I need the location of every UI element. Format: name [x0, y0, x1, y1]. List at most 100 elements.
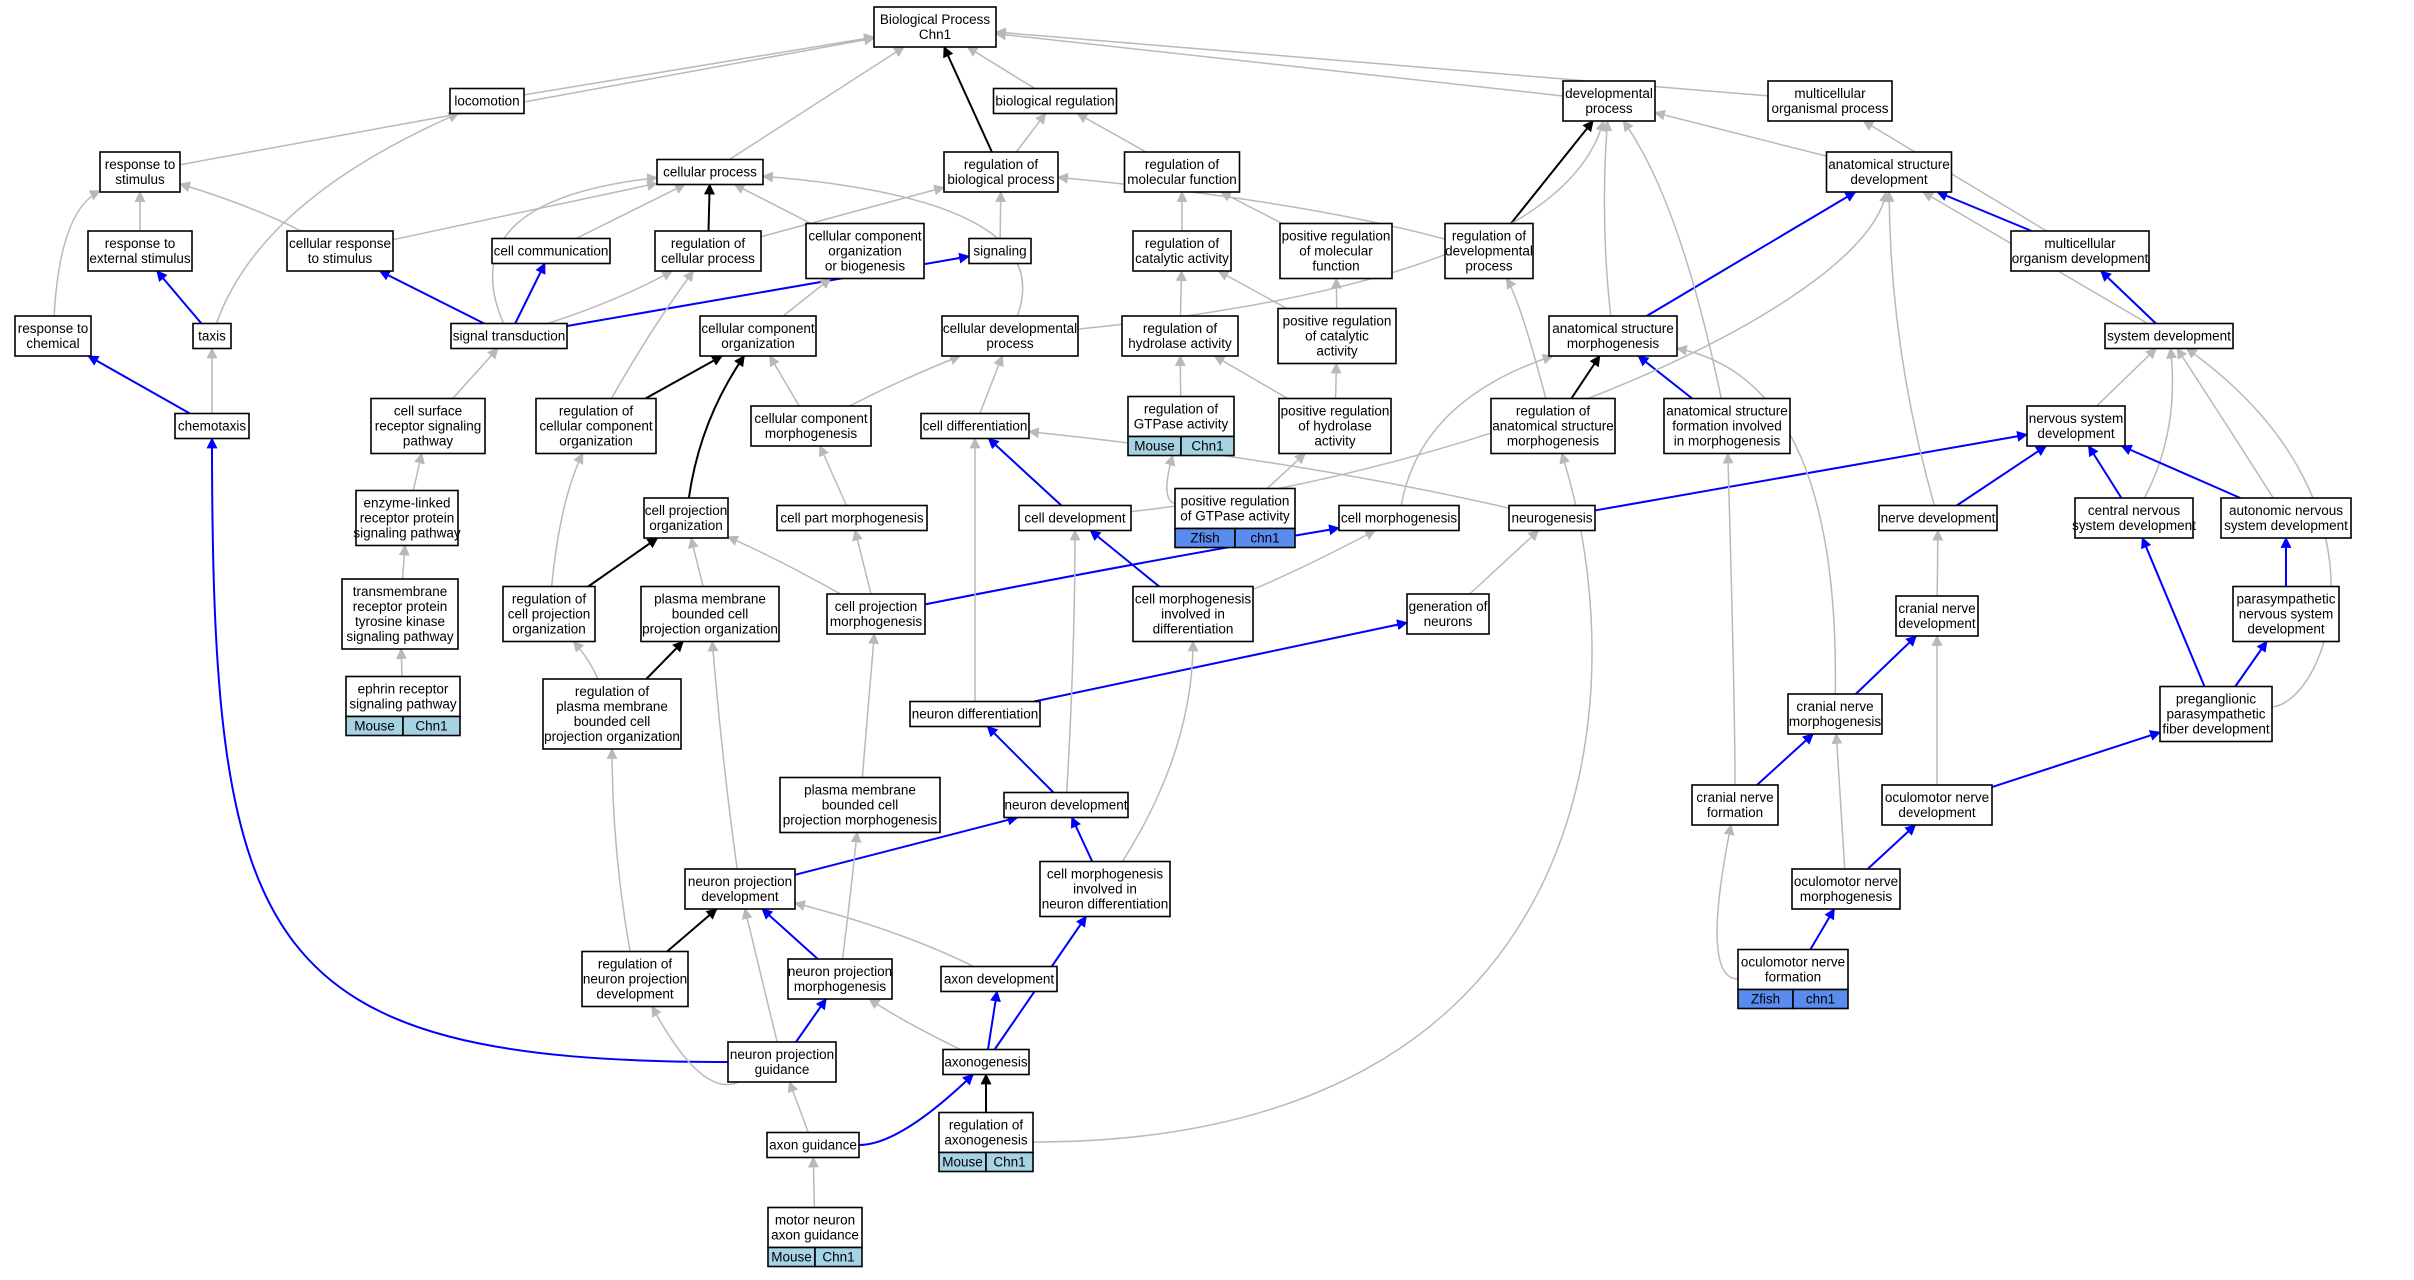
node-box [1737, 948, 1849, 991]
node-ndiff[interactable]: neuron differentiation [909, 700, 1041, 728]
node-label-line: cell morphogenesis [1341, 511, 1458, 526]
node-loc[interactable]: locomotion [449, 87, 525, 115]
node-sig[interactable]: signaling [968, 237, 1032, 265]
node-label-line: of catalytic [1305, 329, 1369, 344]
node-label-line: projection organization [544, 729, 680, 744]
node-box [99, 151, 181, 193]
node-cpm[interactable]: cell part morphogenesis [776, 504, 928, 532]
node-box [1277, 307, 1397, 365]
node-axguid[interactable]: axon guidance [766, 1131, 860, 1159]
node-cmorph[interactable]: cell morphogenesis [1338, 504, 1460, 532]
node-celldev[interactable]: cell development [1018, 504, 1132, 532]
node-label-line: chemical [26, 336, 79, 351]
node-label-line: organismal process [1771, 101, 1888, 116]
node-chemo[interactable]: chemotaxis [174, 412, 250, 440]
node-label-line: nerve development [1881, 511, 1996, 526]
node-neurog[interactable]: neurogenesis [1508, 504, 1596, 532]
node-box [1174, 487, 1296, 530]
node-ccomm[interactable]: cell communication [491, 237, 611, 265]
node-label-line: anatomical structure [1552, 321, 1674, 336]
node-nerved[interactable]: nerve development [1878, 504, 1998, 532]
node-label-line: positive regulation [1181, 494, 1290, 509]
node-ndev[interactable]: neuron development [1003, 791, 1129, 819]
node-axg[interactable]: axonogenesis [942, 1048, 1030, 1076]
node-label-line: system development [2072, 518, 2196, 533]
node-label-line: development [2037, 426, 2115, 441]
edge-is_a [1130, 190, 1890, 513]
node-axdev[interactable]: axon development [940, 965, 1058, 993]
node-taxis[interactable]: taxis [192, 322, 232, 350]
node-breg[interactable]: biological regulation [992, 87, 1118, 115]
node-sysdev[interactable]: system development [2104, 322, 2234, 350]
node-box [776, 504, 928, 532]
node-sigtr[interactable]: signal transduction [450, 322, 568, 350]
node-label-line: projection organization [642, 622, 778, 637]
node-label-line: plasma membrane [654, 592, 766, 607]
node-label-line: signaling [973, 244, 1026, 259]
node-box [1123, 151, 1241, 193]
node-cdiff[interactable]: cell differentiation [920, 412, 1030, 440]
node-cproc[interactable]: cellular process [656, 158, 764, 186]
node-box [1121, 315, 1239, 357]
edge-is_a [787, 1080, 810, 1133]
